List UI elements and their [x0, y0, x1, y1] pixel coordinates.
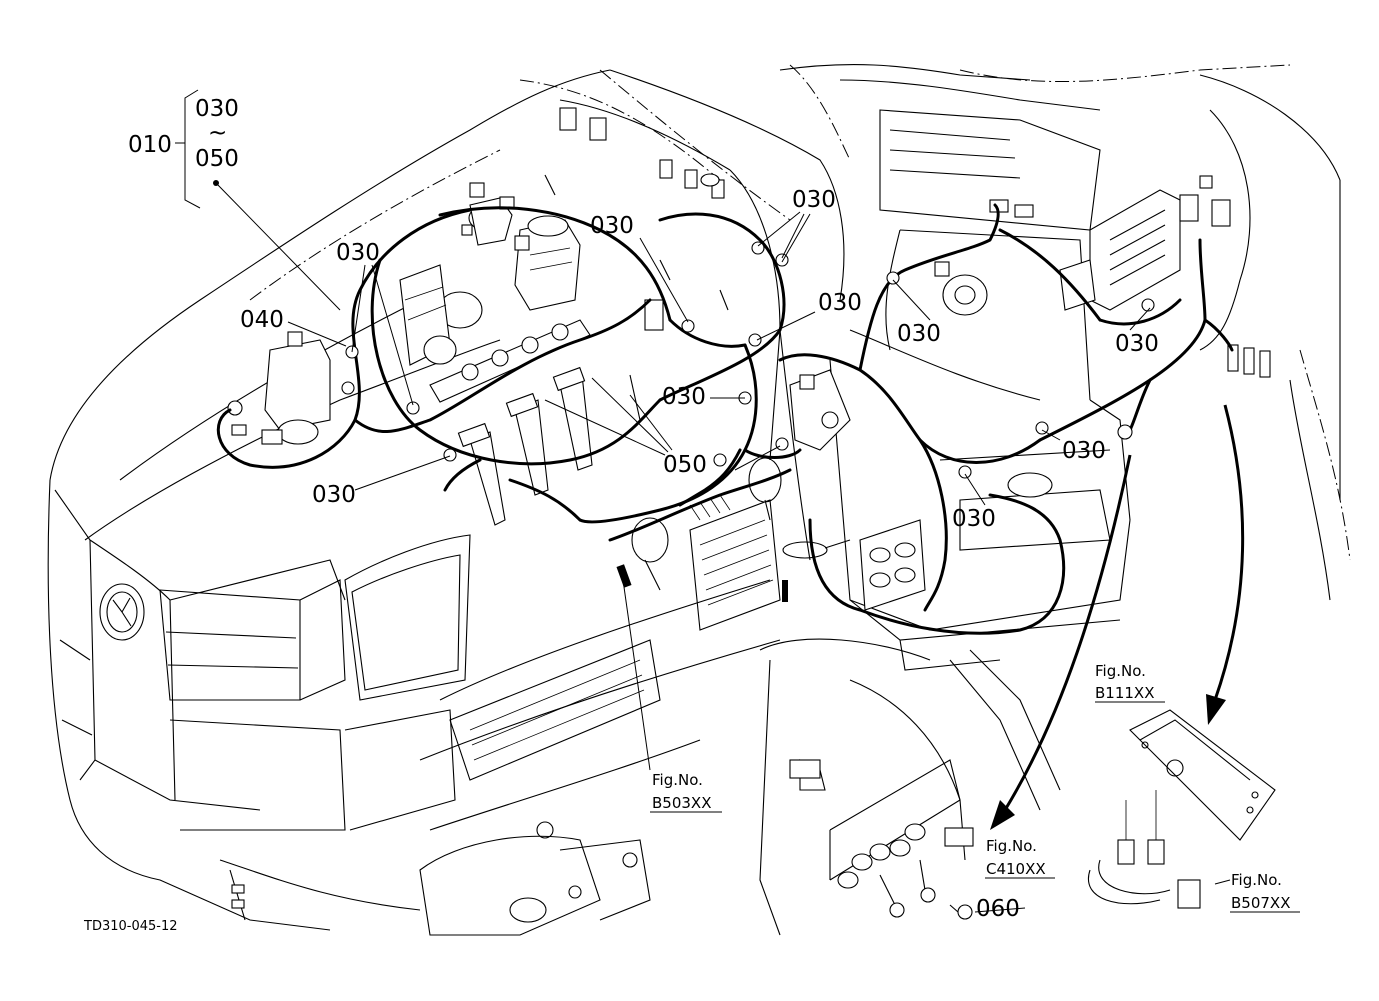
cab-frame-outline	[779, 64, 1351, 671]
callout-040: 040	[240, 307, 284, 333]
solenoid-cluster	[859, 519, 926, 611]
callout-030-i: 030	[312, 482, 356, 508]
intake-body	[399, 264, 483, 366]
fuel-feed-pump	[934, 261, 988, 316]
leader-lines	[175, 89, 1300, 913]
tractor-hood-outline	[47, 69, 845, 931]
fig-ref-c410-label: Fig.No.	[986, 837, 1037, 855]
callout-030-h: 030	[1062, 438, 1106, 464]
common-rail	[429, 319, 591, 403]
relay-module	[789, 369, 851, 451]
drawing-number: TD310-045-12	[83, 919, 178, 934]
callout-010: 010	[128, 132, 172, 158]
detail-arrows	[990, 404, 1245, 830]
fig-ref-b507-code: B507XX	[1231, 894, 1290, 912]
detail-view-b111-b507	[1087, 709, 1276, 909]
harness-clamps	[341, 241, 1155, 479]
callout-030-d: 030	[818, 290, 862, 316]
fig-ref-b507-label: Fig.No.	[1231, 871, 1282, 889]
fig-ref-b503-label: Fig.No.	[652, 771, 703, 789]
callout-030-g: 030	[662, 384, 706, 410]
fig-ref-b503-code: B503XX	[652, 794, 711, 812]
callout-050-range-end: 050	[195, 146, 239, 172]
callout-050: 050	[663, 452, 707, 478]
callout-030-a: 030	[336, 240, 380, 266]
callout-030-c: 030	[792, 187, 836, 213]
callout-030-f: 030	[1115, 331, 1159, 357]
fig-ref-c410-code: C410XX	[986, 860, 1046, 878]
glow-plugs	[544, 174, 729, 421]
detail-view-c410	[789, 759, 974, 920]
figure-references: Fig.No. B503XX Fig.No. B111XX Fig.No. C4…	[652, 662, 1290, 912]
fuel-pump	[227, 331, 331, 445]
callout-030-j: 030	[952, 506, 996, 532]
callout-range-tilde: ~	[208, 120, 227, 146]
fuel-sender	[1007, 472, 1053, 498]
callout-labels: 010 030 ~ 050 030 040 030 030 030 030 03…	[128, 96, 1159, 922]
callout-030-b: 030	[590, 213, 634, 239]
supply-pump	[461, 182, 515, 246]
cable-ties	[616, 457, 851, 602]
engine-components	[227, 107, 1053, 611]
top-sensors	[559, 107, 725, 331]
callout-030-e: 030	[897, 321, 941, 347]
wiring-harness-030	[216, 203, 1234, 635]
engine-frame-lower	[419, 499, 1061, 936]
callout-030-range-start: 030	[195, 96, 239, 122]
egr-valve	[514, 215, 581, 311]
fig-ref-b111-label: Fig.No.	[1095, 662, 1146, 680]
injectors	[457, 366, 593, 526]
callout-060: 060	[976, 896, 1020, 922]
fig-ref-b111-code: B111XX	[1095, 684, 1154, 702]
